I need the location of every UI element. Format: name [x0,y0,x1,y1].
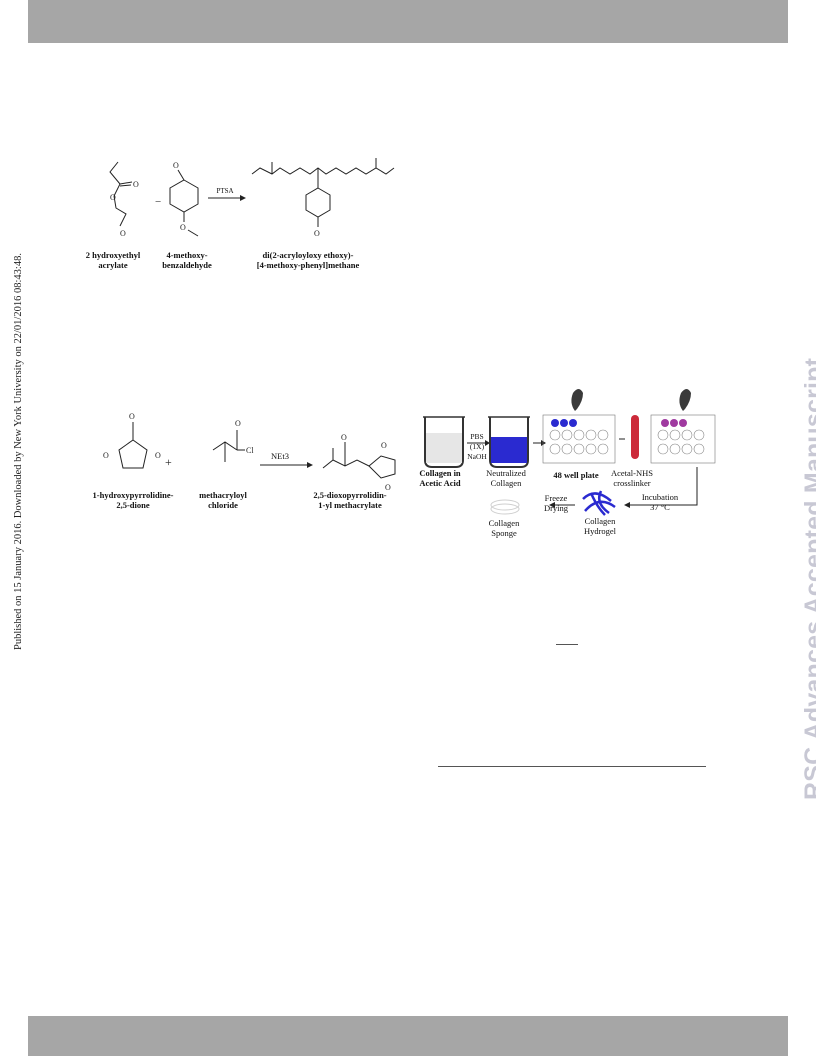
hydroxyethyl-acrylate-structure: O O O [109,161,139,238]
scheme2-product-label: 2,5-dioxopyrrolidin-1-yl methacrylate [313,490,387,510]
well-plate-2 [650,389,716,464]
journal-watermark: RSC Advances Accepted Manuscript [800,357,816,800]
scheme2-plus: + [165,455,172,469]
acetal-product-structure: O [251,158,395,238]
methoxybenzaldehyde-structure: O O [169,161,199,237]
svg-text:O: O [110,193,116,202]
svg-text:O: O [129,412,135,421]
scheme1-arrow [208,195,246,201]
beaker-collagen-acetic [423,416,465,468]
header-bar [28,0,788,43]
svg-text:O: O [235,419,241,428]
hydrogel-fibers [582,490,616,516]
svg-text:O: O [155,451,161,460]
svg-text:O: O [120,229,126,238]
svg-text:Cl: Cl [246,446,254,455]
short-rule [556,644,578,645]
svg-text:O: O [103,451,109,460]
process-reagent-label: PBS (1X)NaOH [467,432,487,461]
scheme2-arrow [260,462,313,468]
scheme1-plus: − [155,196,161,208]
nhs-methacrylate-structure: O O O [322,433,396,492]
n-hydroxysuccinimide-structure: O O O [103,412,161,469]
publication-notice: Published on 15 January 2016. Downloaded… [13,253,24,650]
svg-text:O: O [314,229,320,238]
scheme1-reactant2-label: 4-methoxy-benzaldehyde [162,250,212,270]
svg-text:O: O [173,161,179,170]
beaker-neutralized [488,416,530,468]
svg-text:O: O [133,180,139,189]
process-step3-label: 48 well plate [553,470,599,480]
scheme1-catalyst-label: PTSA [216,187,234,195]
scheme2-structures: O O O + O Cl O O O [103,412,396,492]
scheme1-product-label: di(2-acryloyloxy ethoxy)-[4-methoxy-phen… [256,250,360,270]
svg-text:O: O [381,441,387,450]
well-plate-1 [542,389,616,464]
scheme2-reactant1-label: 1-hydroxypyrrolidine-2,5-dione [92,490,174,510]
svg-text:O: O [341,433,347,442]
scheme2-reagent-label: NEt3 [271,451,289,461]
process-schematic [423,389,716,516]
sponge-shape [490,499,520,515]
scheme1-structures: O O O − O O O [109,158,395,238]
methacryloyl-chloride-structure: O Cl [212,419,254,462]
footer-bar [28,1016,788,1056]
svg-text:O: O [385,483,391,492]
svg-text:O: O [180,223,186,232]
crosslinker-tube [619,415,639,459]
footnote-rule [438,766,706,767]
